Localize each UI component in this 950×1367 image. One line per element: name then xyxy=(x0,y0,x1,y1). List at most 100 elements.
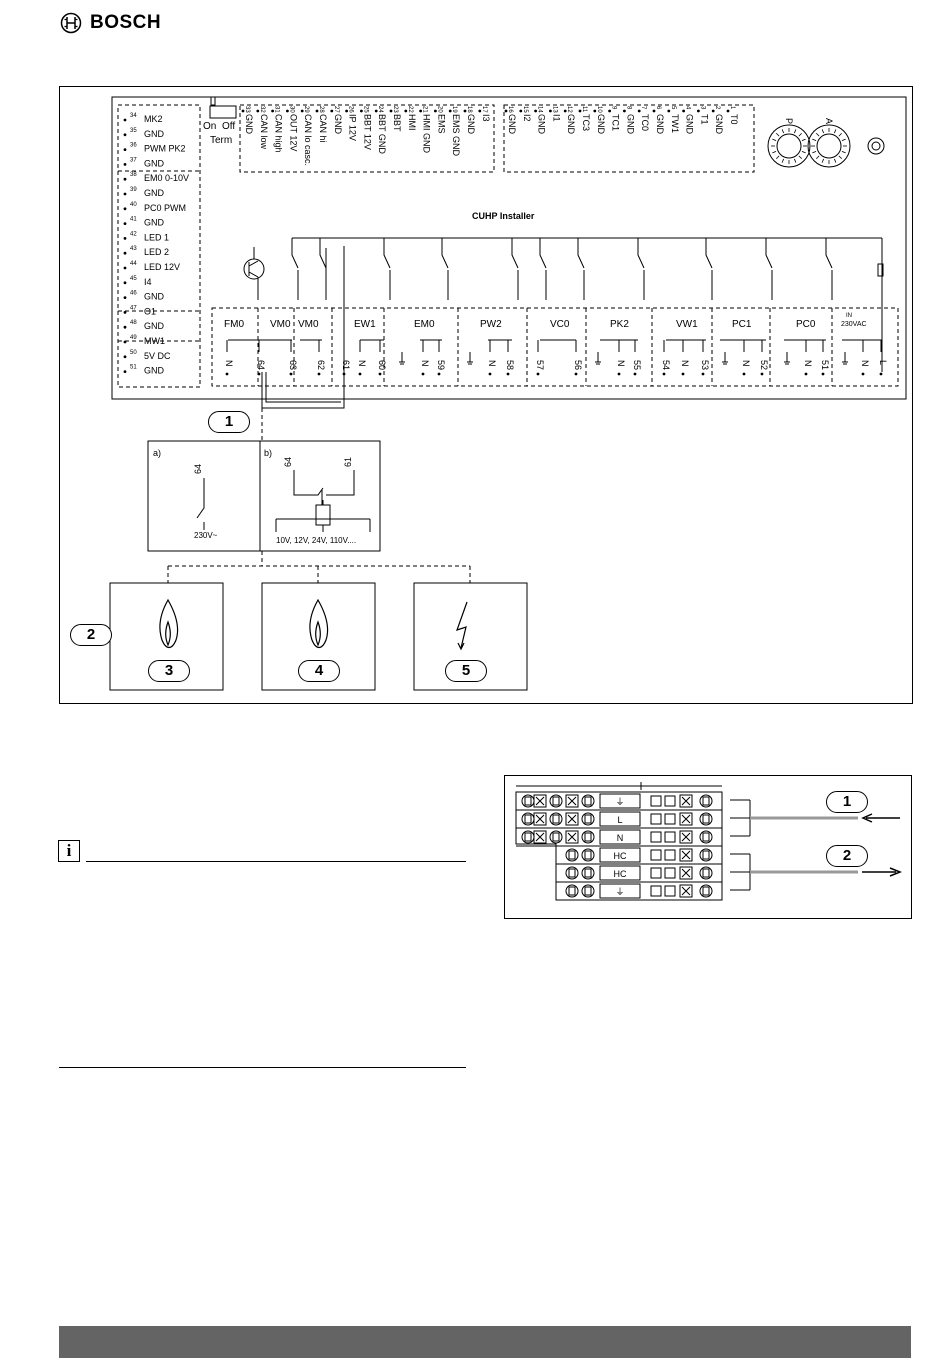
top-terminal-label: TC1 xyxy=(611,114,621,131)
relay-block xyxy=(211,307,899,387)
left-terminal-number: 49 xyxy=(130,335,137,341)
bottom-terminal-label: N xyxy=(487,360,497,367)
left-terminal-number: 37 xyxy=(130,157,137,163)
left-terminal-label: PWM PK2 xyxy=(144,144,186,154)
bottom-terminal-label: 54 xyxy=(661,360,671,370)
left-terminal-number: 50 xyxy=(130,350,137,356)
left-terminal-label: GND xyxy=(144,188,165,198)
left-terminal-label: 5V DC xyxy=(144,351,171,361)
arrow-out-icon xyxy=(862,867,903,877)
switch-off-label: Off xyxy=(222,121,235,132)
relay-group-label: VW1 xyxy=(676,319,698,330)
left-terminal-number: 39 xyxy=(130,187,137,193)
top-terminal-label: CAN hi xyxy=(318,114,328,143)
top-terminal-label: T1 xyxy=(699,114,709,125)
top-terminal-label: T0 xyxy=(729,114,739,125)
inset-b-voltage: 10V, 12V, 24V, 110V.... xyxy=(276,536,356,545)
left-terminal-label: LED 2 xyxy=(144,247,169,257)
relay-group-label: 230VAC xyxy=(841,321,867,328)
top-terminal-label: GND xyxy=(537,114,547,135)
top-terminal-label: GND xyxy=(714,114,724,135)
bottom-terminal-label: N xyxy=(860,360,870,367)
left-terminal-label: O1 xyxy=(144,306,156,316)
left-terminal-label: GND xyxy=(144,366,165,376)
left-terminal-number: 40 xyxy=(130,202,137,208)
rotary-switch-p xyxy=(767,124,811,168)
bottom-terminal-label: N xyxy=(357,360,367,367)
bottom-terminal-label: 58 xyxy=(505,360,515,370)
terminal-callout-1: 1 xyxy=(826,791,868,813)
bottom-terminal-label: 51 xyxy=(820,360,830,370)
bottom-terminal-label: 52 xyxy=(759,360,769,370)
left-terminal-number: 42 xyxy=(130,231,137,237)
bottom-terminal-label: 63 xyxy=(288,360,298,370)
top-terminal-number: 31 xyxy=(274,106,280,113)
top-terminal-number: 22 xyxy=(407,106,413,113)
device-box-4 xyxy=(261,582,376,691)
top-terminal-label: GND xyxy=(466,114,476,135)
bottom-terminal-label: N xyxy=(803,360,813,367)
left-terminal-number: 43 xyxy=(130,246,137,252)
inset-a-terminal: 64 xyxy=(193,464,203,474)
top-terminal-number: 30 xyxy=(288,106,294,113)
top-terminal-label: BBT 12V xyxy=(362,114,372,150)
relay-group-label: VM0 xyxy=(298,319,319,330)
top-terminal-label: OUT 12V xyxy=(288,114,298,151)
fuse xyxy=(877,263,884,277)
left-terminal-label: MK2 xyxy=(144,114,163,124)
top-terminal-label: GND xyxy=(655,114,665,135)
terminal-row-label: L xyxy=(617,815,622,825)
connection-inset xyxy=(147,440,381,552)
bosch-armature-icon xyxy=(60,12,82,34)
inset-b-terminal-left: 64 xyxy=(283,457,293,467)
relay-group-label: PC0 xyxy=(796,319,816,330)
top-terminal-number: 18 xyxy=(466,106,472,113)
top-terminal-number: 28 xyxy=(318,106,324,113)
top-terminal-label: GND xyxy=(244,114,254,135)
board-outline xyxy=(111,96,907,400)
terminal-callout-2: 2 xyxy=(826,845,868,867)
bottom-terminal-label: 61 xyxy=(341,360,351,370)
left-terminal-label: I4 xyxy=(144,277,152,287)
bottom-terminal-label: N xyxy=(420,360,430,367)
top-terminal-label: GND xyxy=(333,114,343,135)
left-terminal-label: LED 12V xyxy=(144,262,180,272)
left-terminal-label: PC0 PWM xyxy=(144,203,186,213)
top-terminal-number: 33 xyxy=(244,106,250,113)
bottom-terminal-label: L xyxy=(878,360,888,365)
top-terminal-number: 16 xyxy=(507,106,513,113)
left-terminal-number: 45 xyxy=(130,276,137,282)
top-terminal-number: 20 xyxy=(436,106,442,113)
top-terminal-label: CAN low xyxy=(259,114,269,150)
top-terminal-number: 15 xyxy=(522,106,528,113)
bottom-terminal-label: 59 xyxy=(436,360,446,370)
top-terminal-number: 24 xyxy=(377,106,383,113)
top-terminal-label: I3 xyxy=(481,114,491,122)
left-terminal-number: 41 xyxy=(130,217,137,223)
top-terminal-label: IP 12V xyxy=(348,114,358,141)
terminal-row-label: HC xyxy=(614,851,627,861)
top-terminal-label: TC0 xyxy=(640,114,650,131)
left-terminal-label: GND xyxy=(144,158,165,168)
board-title: CUHP Installer xyxy=(472,211,535,221)
top-terminal-label: CAN lo casc. xyxy=(303,114,313,166)
top-terminal-label: I2 xyxy=(522,114,532,122)
top-terminal-label: TC3 xyxy=(581,114,591,131)
inset-b-label: b) xyxy=(264,448,272,458)
rotary-label-a: A xyxy=(824,118,834,124)
bottom-terminal-label: 60 xyxy=(377,360,387,370)
top-terminal-label: GND xyxy=(685,114,695,135)
top-terminal-block-a xyxy=(239,104,495,173)
relay-group-label: EM0 xyxy=(414,319,435,330)
left-terminal-number: 51 xyxy=(130,365,137,371)
top-terminal-label: BBT xyxy=(392,114,402,132)
top-terminal-label: CAN high xyxy=(274,114,284,153)
terminal-diagram-frame xyxy=(504,775,912,919)
left-terminal-number: 36 xyxy=(130,143,137,149)
terminal-row-label: HC xyxy=(614,869,627,879)
bottom-terminal-label: 53 xyxy=(700,360,710,370)
flame-icon-3 xyxy=(159,598,179,649)
relay-group-label: IN xyxy=(846,313,852,319)
